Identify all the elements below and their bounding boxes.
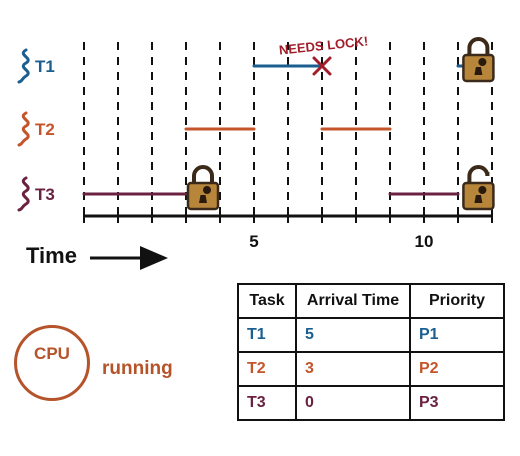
table-row: T2 3 P2 [237,351,505,387]
row-task: T2 [237,351,297,387]
task-label: T2 [35,120,55,139]
table-row: T1 5 P1 [237,317,505,353]
cpu-circle: CPU [14,325,90,401]
squiggle-icon [17,176,30,212]
tick-label: 10 [415,232,434,251]
row-task: T1 [237,317,297,353]
padlock-locked-icon [186,165,220,211]
annotation-needs-lock: NEEDS LOCK! [278,33,369,57]
squiggle-icon [17,111,30,147]
row-arrival: 5 [295,317,411,353]
header-task: Task [237,283,297,319]
header-arrival-time: Arrival Time [295,283,411,319]
task-label: T3 [35,185,55,204]
padlock-unlocked-icon [462,165,495,211]
row-arrival: 3 [295,351,411,387]
row-arrival: 0 [295,385,411,421]
table-header-row: Task Arrival Time Priority [237,283,505,319]
cpu-label: CPU [34,344,70,363]
cpu-status: running [102,358,173,379]
row-priority: P3 [409,385,505,421]
tick-label: 5 [249,232,258,251]
row-task: T3 [237,385,297,421]
time-axis-label: Time [26,243,77,268]
task-label: T1 [35,57,55,76]
padlock-locked-icon [462,37,495,83]
right-arrow-icon [90,246,168,270]
squiggle-icon [17,48,30,84]
row-priority: P1 [409,317,505,353]
task-table: Task Arrival Time Priority T1 5 P1 T2 3 … [237,283,505,421]
blocked-x-icon [312,56,332,76]
header-priority: Priority [409,283,505,319]
table-row: T3 0 P3 [237,385,505,421]
row-priority: P2 [409,351,505,387]
